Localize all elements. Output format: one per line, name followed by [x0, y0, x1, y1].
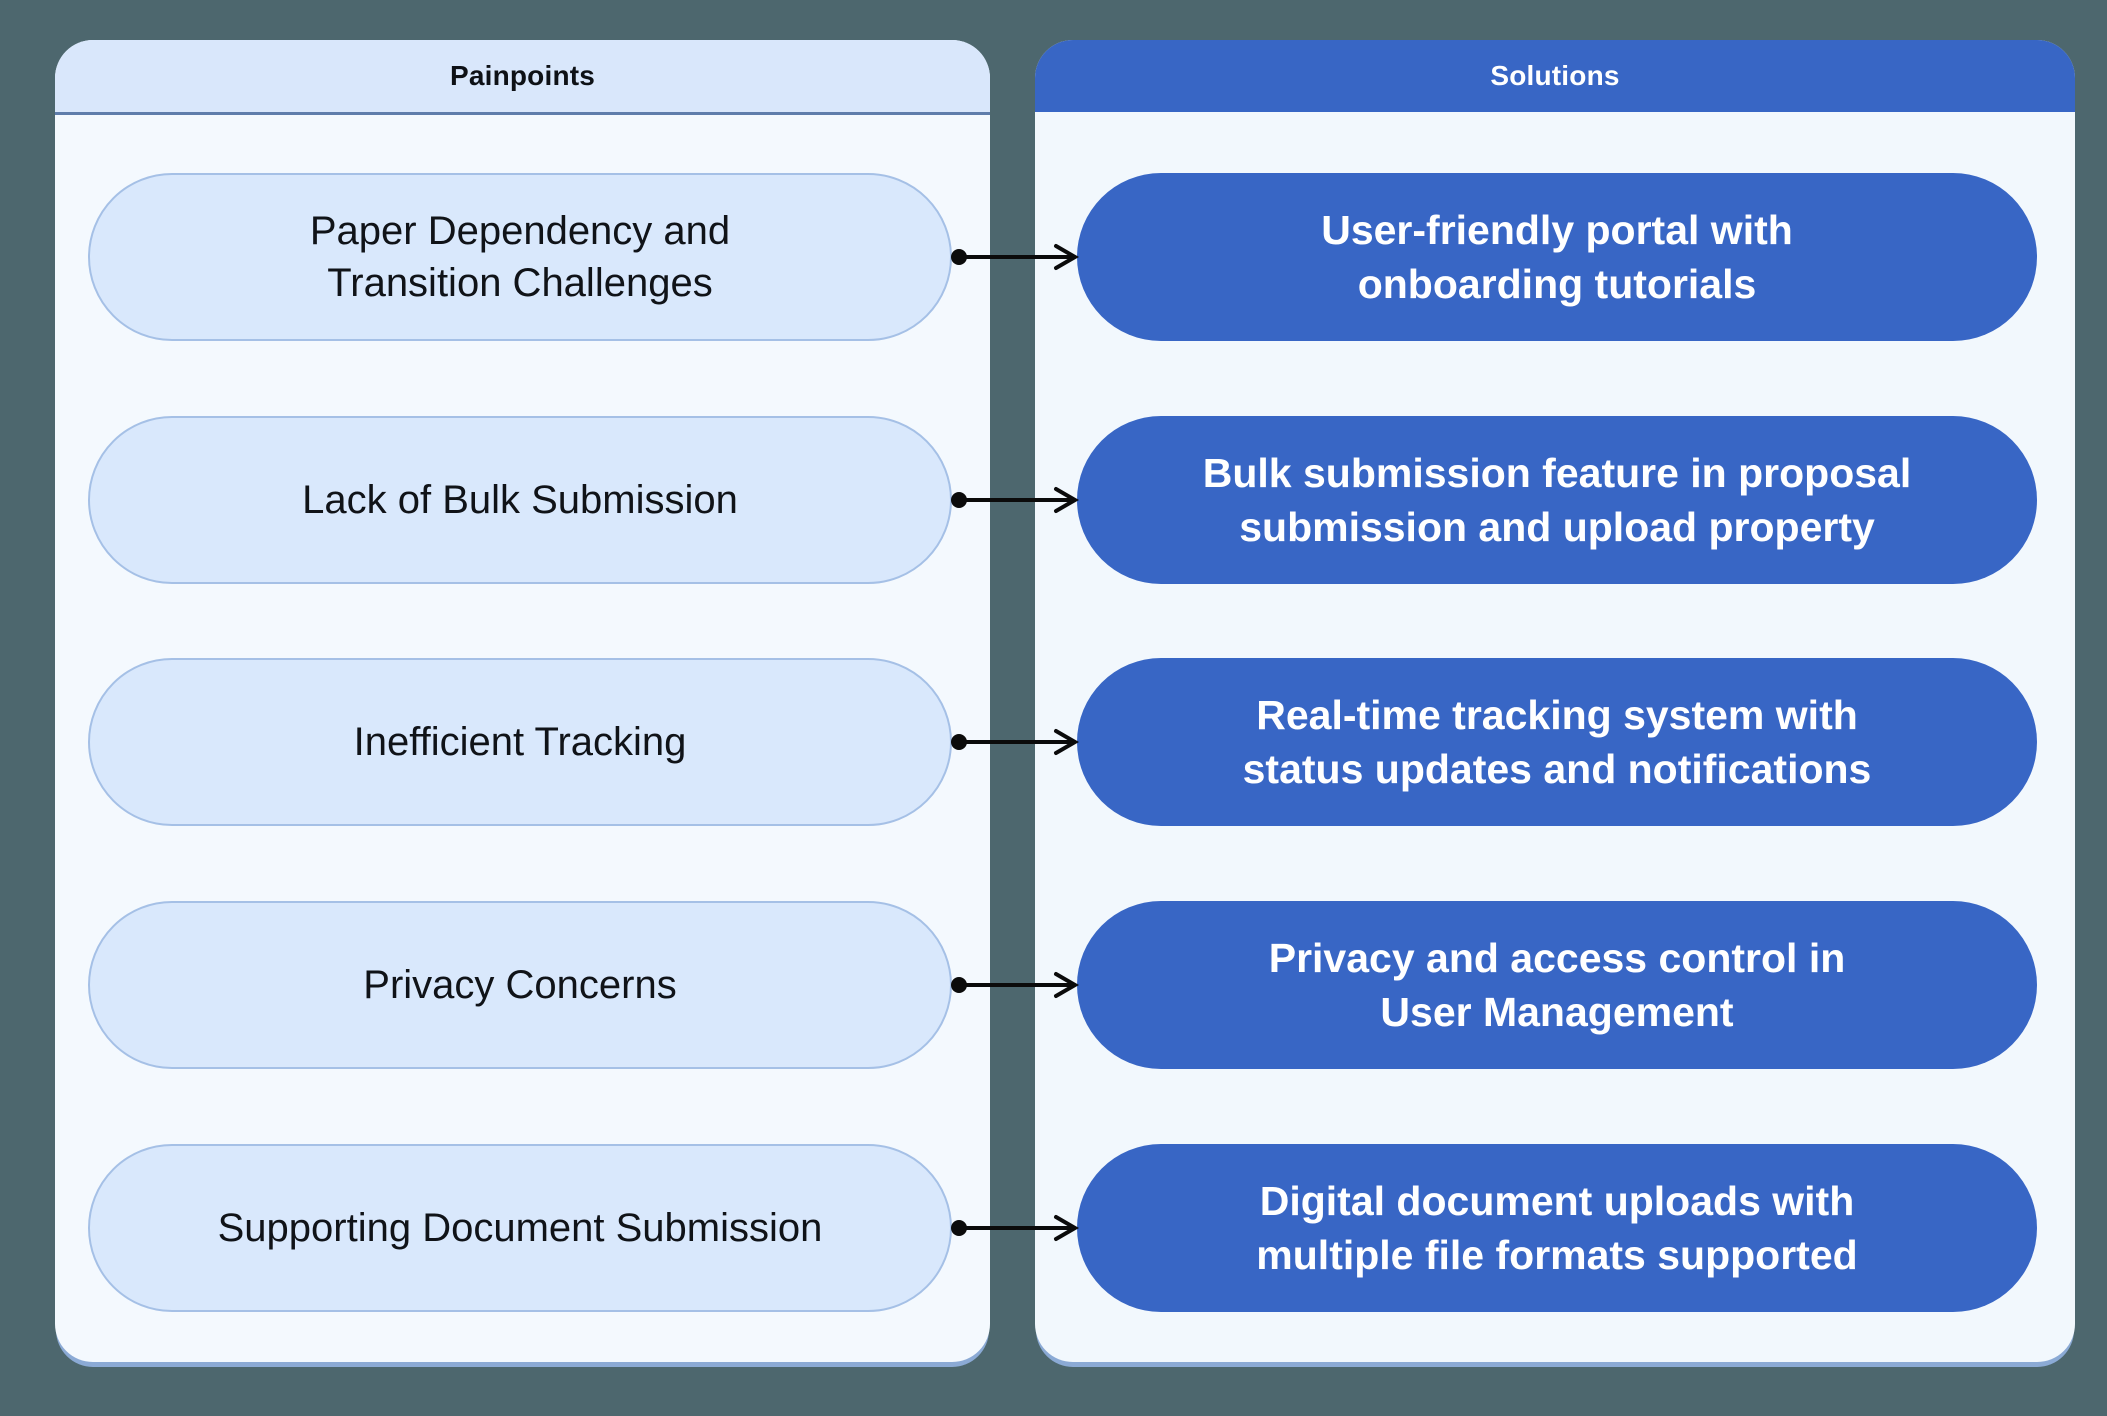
solution-pill: Bulk submission feature in proposal subm… — [1077, 416, 2037, 584]
solution-pill: Real-time tracking system with status up… — [1077, 658, 2037, 826]
solution-pill: Digital document uploads with multiple f… — [1077, 1144, 2037, 1312]
solutions-header: Solutions — [1035, 40, 2075, 112]
painpoints-panel: Painpoints Paper Dependency and Transiti… — [55, 40, 990, 1362]
painpoint-label: Lack of Bulk Submission — [302, 478, 738, 522]
painpoint-label: Inefficient Tracking — [353, 720, 687, 764]
painpoint-label: Supporting Document Submission — [217, 1206, 823, 1250]
solutions-panel: Solutions User-friendly portal with onbo… — [1035, 40, 2075, 1362]
arrowhead-icon — [1054, 972, 1079, 998]
painpoint-pill: Privacy Concerns — [88, 901, 952, 1069]
connector-arrow — [951, 244, 1079, 270]
painpoints-title: Painpoints — [449, 60, 596, 91]
connector-arrow — [951, 1215, 1079, 1241]
connector-arrow — [951, 972, 1079, 998]
arrowhead-icon — [1054, 244, 1079, 270]
painpoints-header: Painpoints — [55, 40, 990, 115]
connector-arrow — [951, 487, 1079, 513]
solution-pill: Privacy and access control in User Manag… — [1077, 901, 2037, 1069]
solution-label: Bulk submission feature in proposal subm… — [1202, 449, 1912, 550]
painpoint-pill: Lack of Bulk Submission — [88, 416, 952, 584]
solution-label: Privacy and access control in User Manag… — [1268, 934, 1846, 1035]
painpoint-pill: Inefficient Tracking — [88, 658, 952, 826]
solutions-title: Solutions — [1490, 60, 1620, 91]
arrowhead-icon — [1054, 729, 1079, 755]
connector-arrow — [951, 729, 1079, 755]
arrowhead-icon — [1054, 487, 1079, 513]
solution-pill: User-friendly portal with onboarding tut… — [1077, 173, 2037, 341]
solution-label: Digital document uploads with multiple f… — [1256, 1177, 1858, 1278]
solution-label: Real-time tracking system with status up… — [1242, 691, 1872, 792]
solution-label: User-friendly portal with onboarding tut… — [1321, 206, 1793, 307]
painpoint-label: Paper Dependency and Transition Challeng… — [309, 209, 731, 305]
painpoint-pill: Supporting Document Submission — [88, 1144, 952, 1312]
painpoint-label: Privacy Concerns — [363, 963, 677, 1007]
arrowhead-icon — [1054, 1215, 1079, 1241]
painpoint-pill: Paper Dependency and Transition Challeng… — [88, 173, 952, 341]
